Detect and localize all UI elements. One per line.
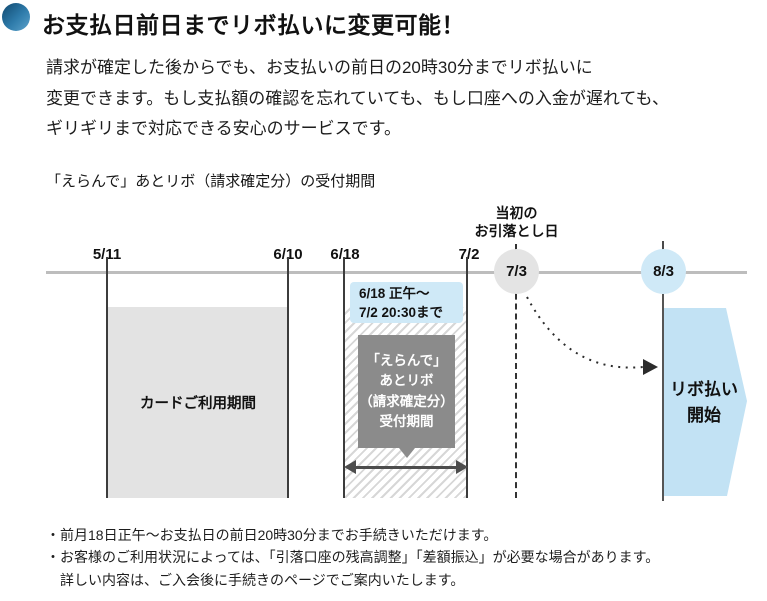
range-arrow-right-icon bbox=[456, 460, 468, 474]
acceptance-bubble-label: 「えらんで」 あとリボ （請求確定分） 受付期間 bbox=[359, 352, 454, 430]
diagram-caption: 「えらんで」あとリボ（請求確定分）の受付期間 bbox=[46, 173, 376, 190]
tick-line-6-18 bbox=[343, 257, 345, 498]
tick-line-6-10 bbox=[287, 257, 289, 498]
card-usage-period-label: カードご利用期間 bbox=[140, 396, 256, 412]
dotted-arrowhead-icon bbox=[643, 359, 658, 375]
tick-line-7-2 bbox=[466, 257, 468, 498]
new-debit-line bbox=[662, 294, 664, 501]
original-debit-circle: 7/3 bbox=[494, 249, 539, 294]
card-usage-period-box: カードご利用期間 bbox=[107, 307, 289, 498]
tick-label-7-2: 7/2 bbox=[458, 246, 480, 263]
tick-label-6-10: 6/10 bbox=[273, 246, 303, 263]
page-title: お支払日前日までリボ払いに変更可能！ bbox=[42, 12, 465, 38]
new-debit-tick bbox=[662, 241, 664, 251]
footer-notes: ・前月18日正午〜お支払日の前日20時30分までお手続きいただけます。 ・お客様… bbox=[46, 527, 660, 588]
range-arrow-line bbox=[354, 466, 458, 469]
tick-label-5-11: 5/11 bbox=[92, 246, 122, 263]
bubble-tail-icon bbox=[399, 448, 415, 458]
original-debit-label: 当初の お引落とし日 bbox=[474, 205, 559, 239]
original-debit-dashed-line bbox=[515, 244, 517, 498]
new-debit-circle: 8/3 bbox=[641, 249, 686, 294]
bullet-circle-icon bbox=[2, 3, 30, 31]
dotted-arrow-path bbox=[526, 296, 644, 369]
tick-label-6-18: 6/18 bbox=[330, 246, 360, 263]
timeline-axis bbox=[46, 271, 747, 274]
range-arrow-left-icon bbox=[344, 460, 356, 474]
window-period-label: 6/18 正午〜 7/2 20:30まで bbox=[350, 282, 463, 323]
intro-paragraph: 請求が確定した後からでも、お支払いの前日の20時30分までリボ払いに 変更できま… bbox=[46, 58, 670, 138]
revolving-start-label: リボ払い 開始 bbox=[670, 380, 738, 425]
tick-line-5-11 bbox=[106, 257, 108, 498]
acceptance-bubble: 「えらんで」 あとリボ （請求確定分） 受付期間 bbox=[358, 335, 455, 448]
